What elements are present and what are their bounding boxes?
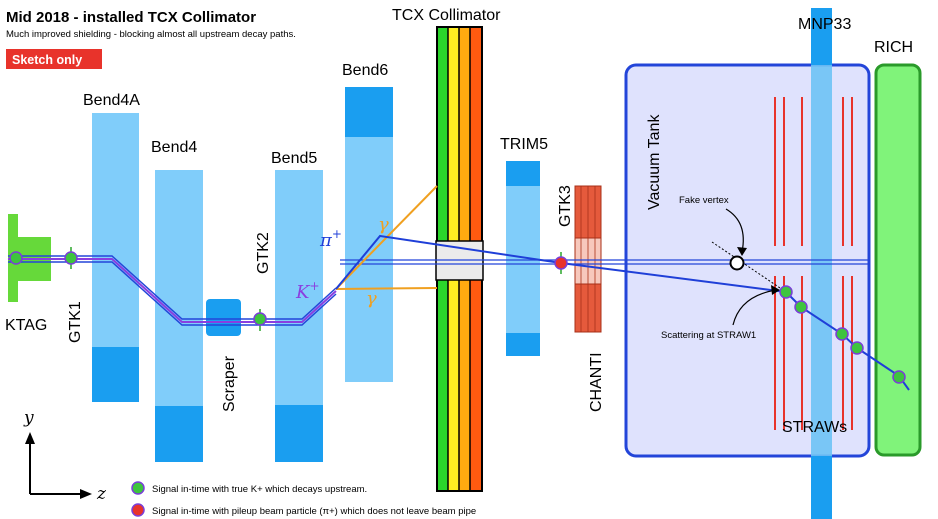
gamma-bottom-label: γ bbox=[366, 288, 377, 309]
legend-red-marker bbox=[131, 503, 145, 517]
trim5-label: TRIM5 bbox=[500, 136, 548, 153]
bend5-magnet-yoke bbox=[275, 405, 323, 462]
mnp33-magnet-bottom bbox=[811, 456, 832, 519]
ktag-label: KTAG bbox=[5, 317, 47, 334]
bend4a-label: Bend4A bbox=[83, 92, 140, 109]
straw2-hit bbox=[794, 300, 808, 314]
gtk1-hit bbox=[64, 251, 78, 265]
gtk2-label: GTK2 bbox=[255, 232, 272, 274]
bend4-magnet bbox=[155, 170, 203, 406]
straw4-hit bbox=[850, 341, 864, 355]
tcx-label: TCX Collimator bbox=[392, 7, 501, 24]
scattering-arrow-head bbox=[771, 285, 780, 295]
fake-vertex-extrapolation bbox=[711, 241, 787, 293]
tcx-collimator bbox=[435, 26, 484, 492]
bend4-label: Bend4 bbox=[151, 139, 197, 156]
gtk2-hit bbox=[253, 312, 267, 326]
beam-pipe bbox=[340, 259, 870, 265]
bend4a-magnet bbox=[92, 113, 139, 347]
coordinate-axes bbox=[25, 432, 92, 499]
sketch-only-label: Sketch only bbox=[12, 53, 82, 67]
bend4-magnet-yoke bbox=[155, 406, 203, 462]
scraper-label: Scraper bbox=[221, 355, 238, 412]
diagram-title: Mid 2018 - installed TCX Collimator bbox=[6, 9, 256, 26]
chanti-detector bbox=[574, 185, 602, 333]
mnp33-label: MNP33 bbox=[798, 16, 851, 33]
scraper-block bbox=[206, 299, 241, 336]
legend-green-text: Signal in-time with true K+ which decays… bbox=[152, 484, 367, 495]
rich-label: RICH bbox=[874, 39, 913, 56]
ktag-hit bbox=[9, 251, 23, 265]
trim5-magnet-yoke-top bbox=[506, 161, 540, 186]
straw3-hit bbox=[835, 327, 849, 341]
signal-hits-true-kaon bbox=[9, 247, 906, 384]
sketch-only-badge bbox=[6, 49, 102, 69]
fake-vertex-marker bbox=[729, 255, 745, 271]
bend5-label: Bend5 bbox=[271, 150, 317, 167]
gtk1-label: GTK1 bbox=[67, 301, 84, 343]
legend-red-text: Signal in-time with pileup beam particle… bbox=[152, 506, 476, 517]
gtk3-pileup-hit bbox=[554, 256, 568, 270]
bend4a-magnet-yoke bbox=[92, 347, 139, 402]
chanti-label: CHANTI bbox=[588, 352, 605, 412]
straw-chambers bbox=[774, 97, 853, 430]
kaon-label: K+ bbox=[295, 279, 320, 303]
trim5-magnet-yoke-bottom bbox=[506, 333, 540, 356]
vacuum-tank-label: Vacuum Tank bbox=[646, 114, 663, 210]
straw1-hit bbox=[779, 285, 793, 299]
bend6-magnet-yoke bbox=[345, 87, 393, 137]
scattering-label: Scattering at STRAW1 bbox=[661, 330, 756, 341]
z-axis-label: z bbox=[96, 484, 107, 504]
scattering-arrow bbox=[732, 289, 777, 326]
fake-vertex-arrow-head bbox=[737, 247, 747, 256]
rich-hit bbox=[892, 370, 906, 384]
gtk3-label: GTK3 bbox=[557, 185, 574, 227]
straws-label: STRAWs bbox=[782, 419, 847, 436]
y-axis-label: y bbox=[23, 408, 34, 428]
legend-green-marker bbox=[131, 481, 145, 495]
diagram-subtitle: Much improved shielding - blocking almos… bbox=[6, 29, 296, 40]
pion-label: π+ bbox=[319, 227, 342, 251]
rich-detector bbox=[874, 63, 922, 457]
gamma-top-label: γ bbox=[378, 214, 389, 235]
fake-vertex-arrow bbox=[725, 208, 744, 253]
bend6-label: Bend6 bbox=[342, 62, 388, 79]
legend: Signal in-time with true K+ which decays… bbox=[131, 481, 476, 517]
bend5-magnet bbox=[275, 170, 323, 405]
fake-vertex-label: Fake vertex bbox=[679, 195, 729, 206]
mnp33-magnet-top bbox=[811, 8, 832, 65]
